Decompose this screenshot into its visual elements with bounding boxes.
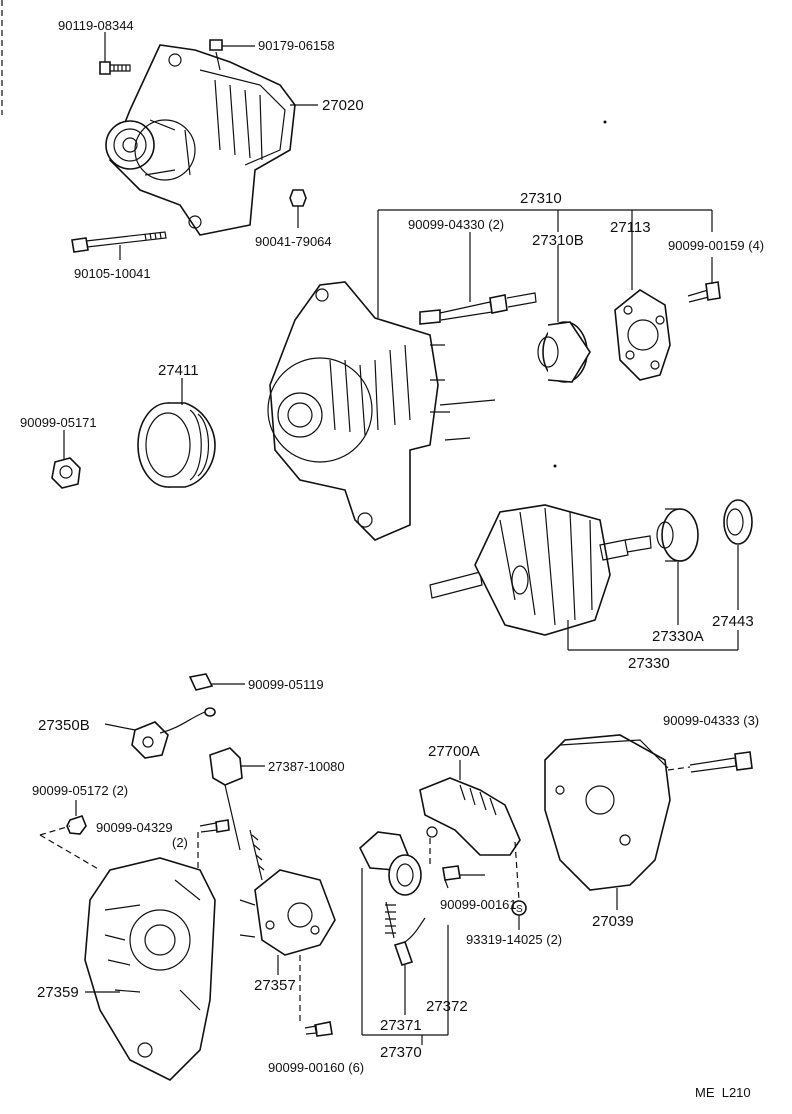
spring-27372 <box>385 901 396 939</box>
footer-code: ME L210 <box>695 1085 751 1100</box>
label-90099-04329-qty: (2) <box>172 835 188 850</box>
nut-90099-05172 <box>66 815 87 835</box>
screw-90099-00161 <box>442 865 461 889</box>
rear-cover-27039 <box>544 734 671 891</box>
cover-27443 <box>723 499 753 545</box>
part-labels: 90119-08344 90179-06158 27020 90041-7906… <box>20 18 764 1100</box>
retainer-plate-27113 <box>614 289 671 381</box>
bolt-90119-08344 <box>99 61 131 75</box>
nut-90041-79064 <box>289 189 307 207</box>
label-90099-04333: 90099-04333 (3) <box>663 713 759 728</box>
label-27330A: 27330A <box>652 628 704 645</box>
bolt-90099-04333 <box>689 751 753 773</box>
terminal-27350B <box>131 707 216 759</box>
stud-90099-04330 <box>419 292 537 325</box>
label-27039: 27039 <box>592 913 634 930</box>
bolt-90105-10041 <box>71 231 167 253</box>
bearing-27310B <box>537 321 591 383</box>
pulley-27411 <box>137 402 216 488</box>
dashed-guides <box>1 0 691 1025</box>
screw-90099-00159 <box>687 281 721 303</box>
label-27411: 27411 <box>158 362 199 379</box>
rectifier-holder-27357 <box>239 829 336 956</box>
label-90105-10041: 90105-10041 <box>74 266 151 281</box>
label-90099-04329: 90099-04329 <box>96 820 173 835</box>
label-27357: 27357 <box>254 977 296 994</box>
label-27330: 27330 <box>628 655 670 672</box>
label-27371: 27371 <box>380 1017 422 1034</box>
label-27113: 27113 <box>610 219 651 236</box>
label-27350B: 27350B <box>38 717 90 734</box>
drive-end-frame-27310 <box>267 281 496 541</box>
leader-lines <box>63 32 739 1045</box>
label-27372: 27372 <box>426 998 468 1015</box>
nut-90099-05171 <box>51 457 81 489</box>
screw-90099-04329 <box>199 819 230 833</box>
brush-27371 <box>393 917 426 966</box>
label-27387-10080: 27387-10080 <box>268 759 345 774</box>
label-27370: 27370 <box>380 1044 422 1061</box>
nut-90179-06158 <box>209 39 223 71</box>
rectifier-end-frame-27359 <box>84 857 216 1081</box>
rotor-27330 <box>429 504 652 636</box>
label-90041-79064: 90041-79064 <box>255 234 332 249</box>
label-90099-05172: 90099-05172 (2) <box>32 783 128 798</box>
brush-holder-27370 <box>359 831 422 896</box>
label-90099-05119: 90099-05119 <box>248 677 324 692</box>
label-27310B: 27310B <box>532 232 584 249</box>
label-90099-05171: 90099-05171 <box>20 415 97 430</box>
label-90099-04330: 90099-04330 (2) <box>408 217 504 232</box>
label-93319-14025: 93319-14025 (2) <box>466 932 562 947</box>
alternator-assembly-27020 <box>105 44 296 236</box>
washer-symbol: S <box>516 904 523 915</box>
label-90099-00160: 90099-00160 (6) <box>268 1060 364 1075</box>
label-90099-00161: 90099-00161 <box>440 897 517 912</box>
label-90099-00159: 90099-00159 (4) <box>668 238 764 253</box>
nut-90099-05119 <box>188 673 214 691</box>
regulator-27700A <box>419 777 521 856</box>
label-90119-08344: 90119-08344 <box>58 18 134 33</box>
speck <box>553 464 557 468</box>
bearing-27330A <box>656 508 699 562</box>
label-90179-06158: 90179-06158 <box>258 38 335 53</box>
label-27443: 27443 <box>712 613 754 630</box>
label-27700A: 27700A <box>428 743 480 760</box>
screw-90099-00160 <box>304 1021 333 1037</box>
speck <box>603 120 607 124</box>
label-27359: 27359 <box>37 984 79 1001</box>
label-27310: 27310 <box>520 190 562 207</box>
label-27020: 27020 <box>322 97 364 114</box>
bushing-27387-10080 <box>209 747 243 851</box>
